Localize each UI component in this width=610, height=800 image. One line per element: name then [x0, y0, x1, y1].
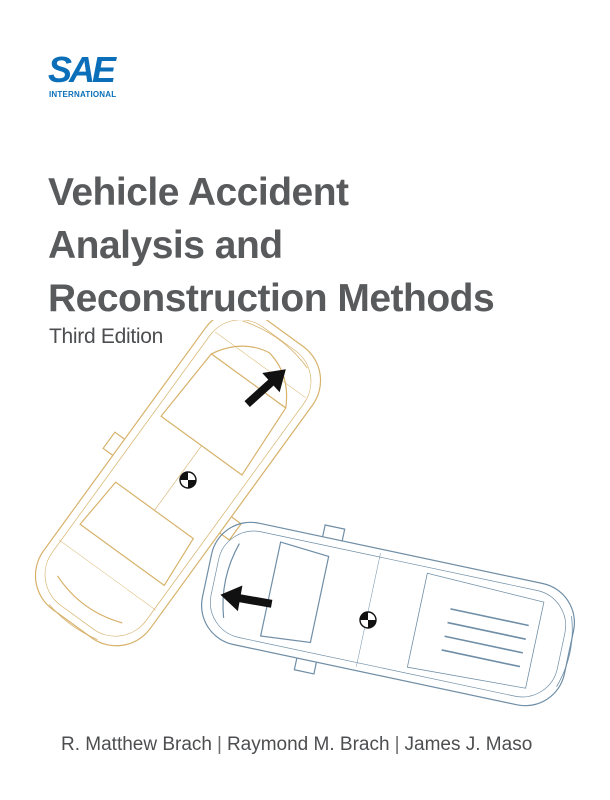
vehicle-1-outline — [34, 320, 322, 647]
title-line-3: Reconstruction Methods — [48, 277, 495, 320]
center-of-mass-icon — [179, 471, 197, 489]
arrow-up-right-icon — [244, 369, 286, 408]
author-separator: | — [217, 734, 222, 755]
title-line-2: Analysis and — [48, 224, 283, 267]
author-3: James J. Maso — [404, 734, 533, 755]
edition-label: Third Edition — [49, 325, 163, 348]
author-2: Raymond M. Brach — [226, 734, 390, 755]
center-of-mass-icon — [359, 611, 377, 629]
logo-subtitle: INTERNATIONAL — [49, 90, 117, 99]
author-1: R. Matthew Brach — [61, 734, 212, 755]
book-title: Vehicle Accident Analysis and Reconstruc… — [48, 166, 600, 325]
logo-mark: SAE — [48, 49, 116, 90]
collision-illustration — [34, 320, 576, 707]
author-line: R. Matthew Brach|Raymond M. Brach|James … — [61, 733, 610, 759]
arrow-left-icon — [220, 585, 273, 612]
title-line-1: Vehicle Accident — [48, 171, 349, 214]
author-separator: | — [394, 734, 400, 755]
sae-logo: SAE INTERNATIONAL — [48, 52, 138, 104]
vehicle-2-outline — [200, 521, 576, 707]
